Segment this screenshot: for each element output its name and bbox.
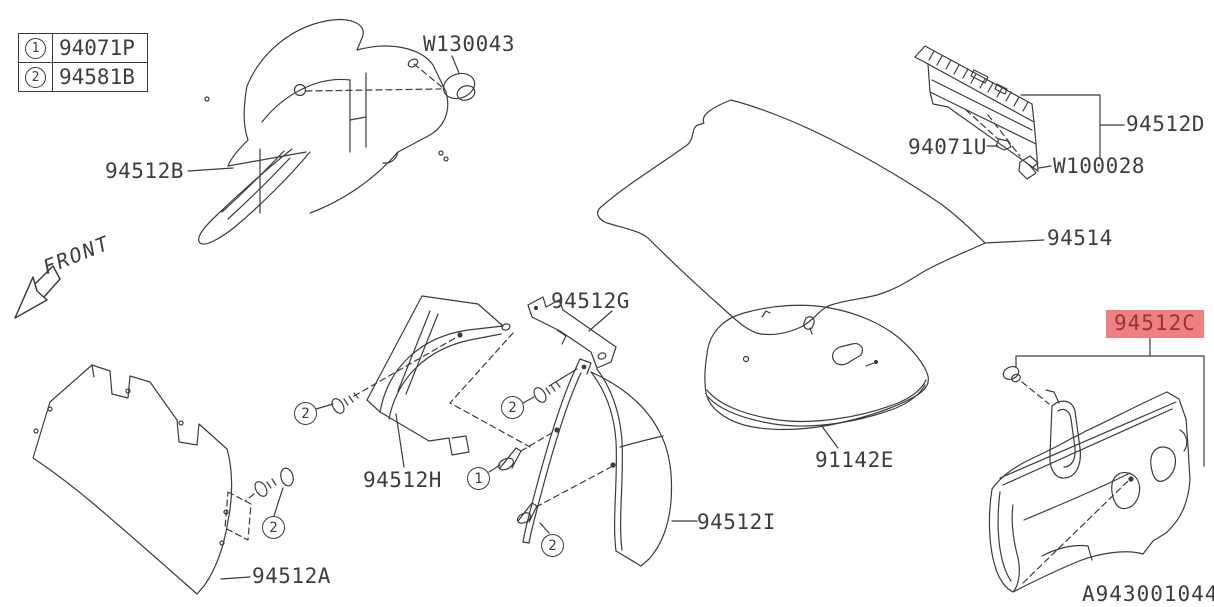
part-drawing-94512a [32, 364, 252, 595]
legend-callout-1: 1 [25, 37, 46, 59]
part-label-94512d[interactable]: 94512D [1126, 112, 1205, 136]
part-drawing-94512d [914, 45, 1125, 180]
legend-table: 1 94071P 2 94581B [18, 33, 148, 92]
callout-circle-2: 2 [294, 402, 317, 425]
part-label-94512g[interactable]: 94512G [551, 289, 630, 313]
part-drawing-94512i [522, 358, 698, 567]
legend-row: 1 94071P [19, 34, 147, 63]
callout-circle-2: 2 [262, 516, 285, 539]
part-drawing-94512g [527, 296, 617, 369]
part-label-94071u[interactable]: 94071U [908, 135, 987, 159]
legend-callout-2: 2 [25, 66, 46, 88]
part-label-w130043[interactable]: W130043 [423, 32, 516, 56]
part-label-94512b[interactable]: 94512B [105, 159, 184, 183]
part-drawing-94512h [366, 295, 531, 468]
part-label-94514[interactable]: 94514 [1047, 226, 1113, 250]
part-label-w100028[interactable]: W100028 [1053, 154, 1146, 178]
callout-circle-2: 2 [541, 534, 564, 557]
part-label-94512i[interactable]: 94512I [697, 510, 776, 534]
legend-part-number: 94071P [59, 36, 135, 60]
legend-part-number: 94581B [59, 65, 135, 89]
callout-circle-2: 2 [501, 396, 524, 419]
part-drawing-w130043-clip [442, 55, 476, 101]
part-label-91142e[interactable]: 91142E [815, 448, 894, 472]
legend-row: 2 94581B [19, 63, 147, 91]
part-drawing-94514 [597, 99, 1045, 336]
part-drawing-94512c [988, 337, 1205, 593]
part-label-94512a[interactable]: 94512A [252, 564, 331, 588]
part-drawing-91142e [704, 304, 929, 449]
callout-circle-1: 1 [467, 467, 490, 490]
part-label-94512h[interactable]: 94512H [363, 468, 442, 492]
front-arrow-icon [14, 265, 61, 319]
part-label-94512c-highlighted[interactable]: 94512C [1106, 310, 1204, 338]
part-drawing-94512b [187, 19, 449, 245]
fastener-clips [244, 336, 616, 534]
drawing-code: A943001044 [1082, 582, 1214, 606]
